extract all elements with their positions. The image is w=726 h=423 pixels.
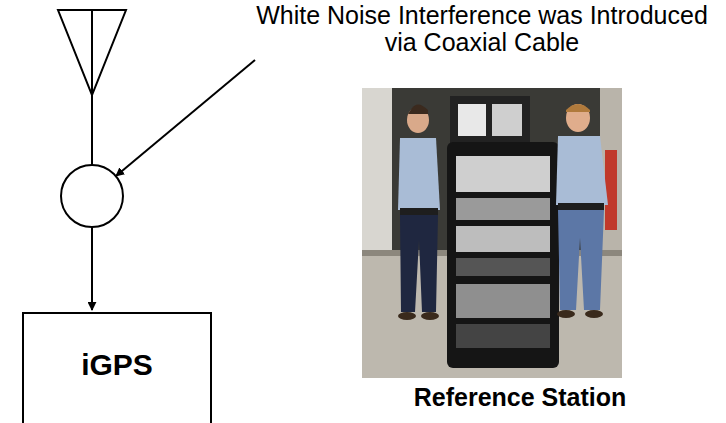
signal-arrow [91,227,93,310]
node-label: iGPS [24,348,210,382]
antenna-symbol [58,10,126,165]
receiver-box: iGPS [22,312,212,423]
coupler-circle [61,165,123,227]
callout-note: White Noise Interference was Introduced … [244,2,720,56]
leader-line [116,60,255,176]
reference-station-photo [362,88,622,378]
photo-caption: Reference Station [380,382,660,412]
